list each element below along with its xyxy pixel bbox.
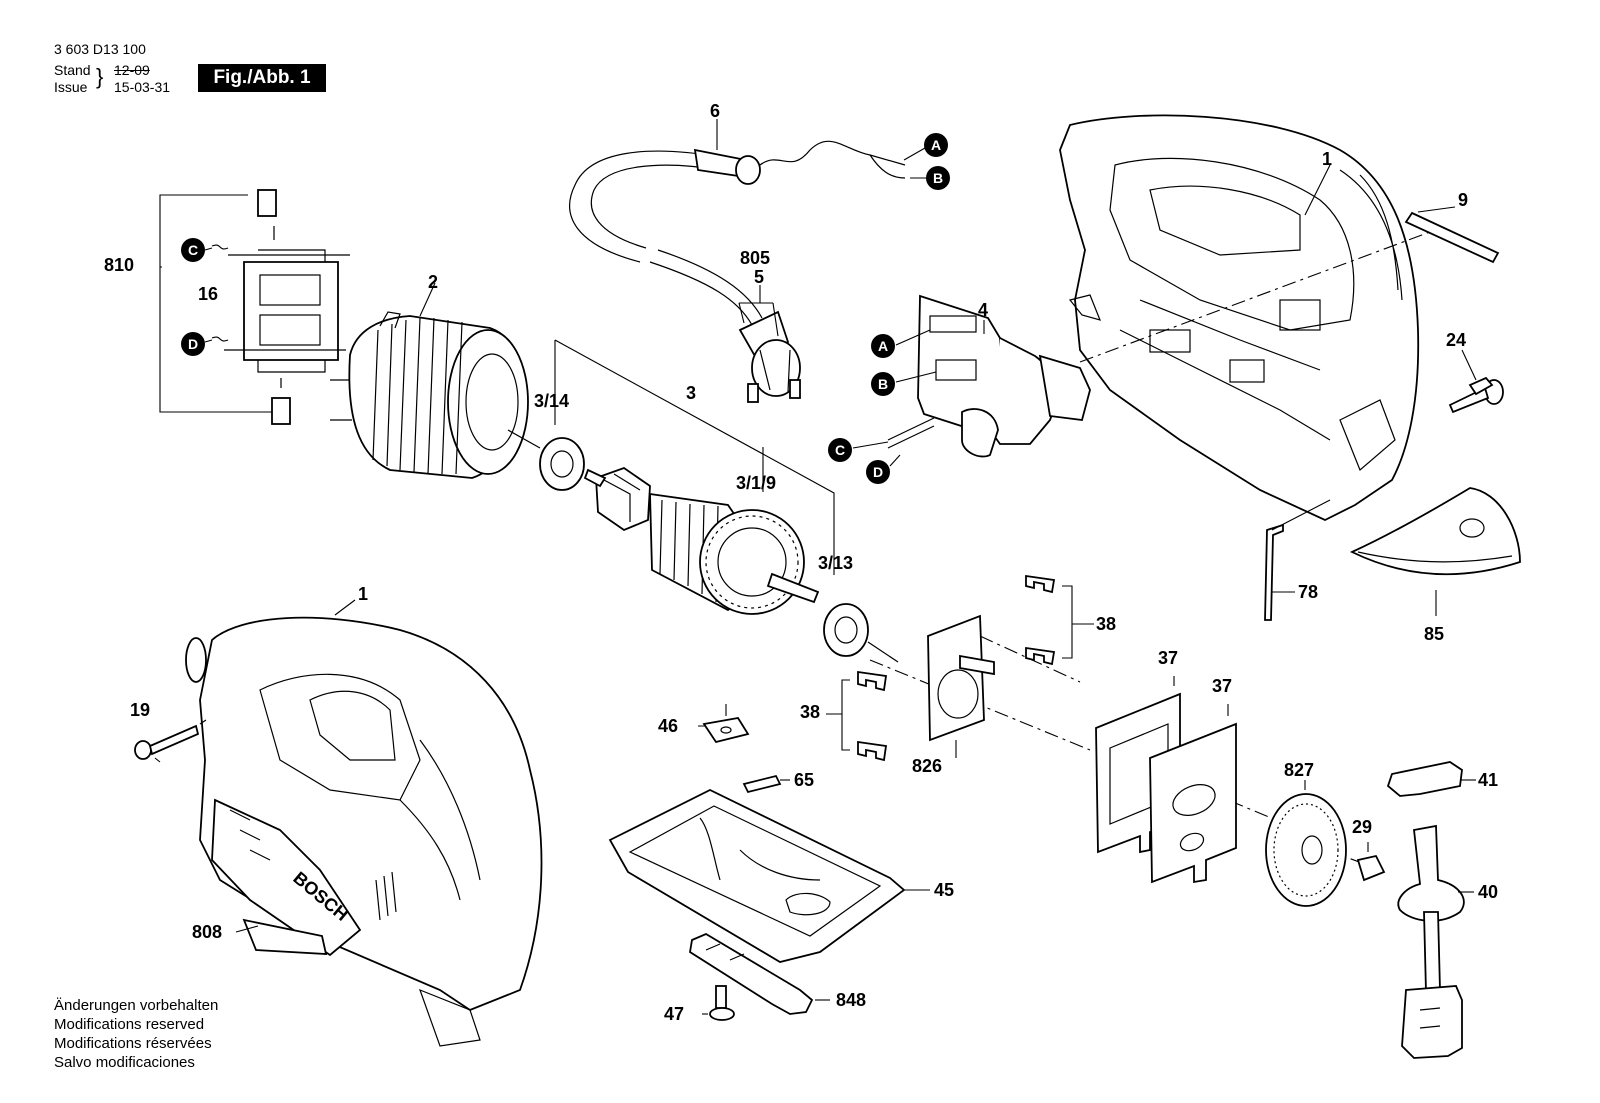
label-part-40: 40 — [1478, 882, 1498, 902]
marker-a-cable: A — [903, 133, 948, 161]
label-part-38-left: 38 — [800, 702, 820, 722]
brace-glyph: } — [96, 64, 104, 89]
part-78-hex-key — [1264, 523, 1284, 621]
part-38-clips-left — [826, 670, 888, 762]
part-29-bushing — [1356, 842, 1386, 882]
label-part-24: 24 — [1446, 330, 1466, 350]
label-part-78: 78 — [1298, 582, 1318, 602]
svg-text:D: D — [188, 336, 198, 352]
label-part-45: 45 — [934, 880, 954, 900]
svg-text:C: C — [835, 442, 845, 458]
issue-date: 15-03-31 — [114, 79, 171, 95]
marker-b-switch: B — [871, 371, 937, 396]
part-47-screw — [702, 985, 735, 1021]
note-german: Änderungen vorbehalten — [54, 997, 219, 1014]
footer-notes: Änderungen vorbehalten Modifications res… — [54, 996, 218, 1072]
figure-label: Fig./Abb. 1 — [198, 64, 326, 92]
label-part-3-13: 3/13 — [818, 553, 853, 573]
stand-label: Stand — [54, 62, 91, 78]
label-part-38-right: 38 — [1096, 614, 1116, 634]
part-826-plate — [927, 614, 995, 758]
label-part-4: 4 — [978, 300, 988, 320]
svg-text:B: B — [933, 170, 943, 186]
marker-c-brush: C — [181, 238, 213, 262]
label-part-808: 808 — [192, 922, 222, 942]
part-38-clips-right — [1025, 574, 1094, 666]
label-part-16: 16 — [198, 284, 218, 304]
part-19-screw — [134, 719, 207, 760]
part-24-screw — [1448, 376, 1504, 414]
marker-d-switch: D — [866, 454, 901, 484]
marker-c-switch: C — [828, 438, 889, 462]
stand-date: 12-09 — [114, 62, 150, 78]
axis-switch — [1079, 231, 1431, 363]
part-5-plug — [738, 310, 801, 403]
part-6-cable — [569, 140, 906, 326]
svg-text:C: C — [188, 242, 198, 258]
label-part-46: 46 — [658, 716, 678, 736]
note-spanish: Salvo modificaciones — [54, 1054, 195, 1071]
document-number: 3 603 D13 100 — [54, 41, 146, 57]
label-part-3-14: 3/14 — [534, 391, 569, 411]
bearing-3-14 — [507, 429, 585, 491]
svg-text:A: A — [878, 338, 888, 354]
issue-label: Issue — [54, 79, 88, 95]
label-part-9: 9 — [1458, 190, 1468, 210]
part-41-holder — [1386, 761, 1476, 797]
label-part-827: 827 — [1284, 760, 1314, 780]
label-part-29: 29 — [1352, 817, 1372, 837]
label-part-3-1-9: 3/1/9 — [736, 473, 776, 493]
part-46-pad — [698, 704, 750, 744]
marker-a-switch: A — [871, 329, 931, 358]
svg-text:A: A — [931, 137, 941, 153]
label-part-1-top: 1 — [1322, 149, 1332, 169]
label-part-6: 6 — [710, 101, 720, 121]
label-part-65: 65 — [794, 770, 814, 790]
part-848-lever — [689, 932, 830, 1015]
label-part-3: 3 — [686, 383, 696, 403]
label-part-5: 5 — [754, 267, 764, 287]
label-part-85: 85 — [1424, 624, 1444, 644]
part-40-plunger — [1397, 824, 1474, 1059]
part-65-bar — [742, 774, 790, 794]
label-part-19: 19 — [130, 700, 150, 720]
part-85-guard — [1349, 487, 1521, 576]
part-2-stator — [330, 311, 529, 479]
label-part-1-bottom: 1 — [358, 584, 368, 604]
svg-text:D: D — [873, 464, 883, 480]
label-part-37-a: 37 — [1158, 648, 1178, 668]
label-part-41: 41 — [1478, 770, 1498, 790]
part-4-switch — [887, 294, 1091, 458]
svg-text:B: B — [878, 376, 888, 392]
note-french: Modifications réservées — [54, 1035, 212, 1052]
part-45-baseplate — [608, 788, 930, 963]
label-part-37-b: 37 — [1212, 676, 1232, 696]
label-part-826: 826 — [912, 756, 942, 776]
label-part-47: 47 — [664, 1004, 684, 1024]
marker-b-cable: B — [910, 166, 950, 190]
label-part-805: 805 — [740, 248, 770, 268]
bearing-3-13 — [823, 603, 899, 663]
label-part-2: 2 — [428, 272, 438, 292]
part-810-brush-set — [159, 189, 350, 425]
part-37-plate-b — [1149, 704, 1237, 884]
part-9-plate — [1404, 211, 1500, 264]
marker-d-brush: D — [181, 332, 213, 356]
note-english: Modifications reserved — [54, 1016, 205, 1033]
part-3-armature — [583, 466, 820, 615]
label-part-810: 810 — [104, 255, 134, 275]
label-part-848: 848 — [836, 990, 866, 1010]
part-827-gear — [1265, 780, 1347, 907]
housing-half-left — [185, 616, 543, 1047]
housing-half-right — [1059, 114, 1420, 521]
